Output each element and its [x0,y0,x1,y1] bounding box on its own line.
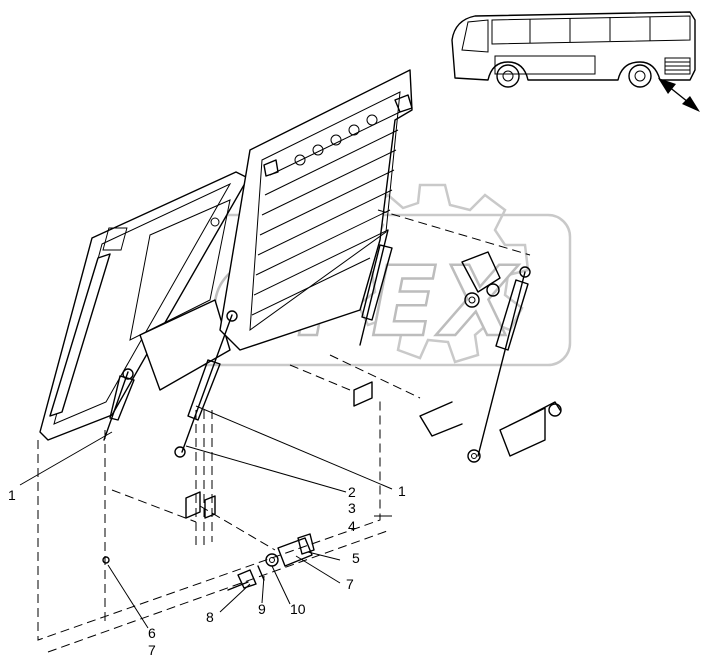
ball-joint-top [461,251,501,308]
callout-7-bottom: 7 [148,642,156,658]
callout-2: 2 [348,484,356,500]
callout-5: 5 [352,550,360,566]
callout-1-left: 1 [8,487,16,503]
right-door-panel [219,69,413,351]
callout-10: 10 [290,601,306,617]
callout-6: 6 [148,625,156,641]
gas-strut-right [467,266,531,463]
hinge-bracket [185,491,216,519]
assembly-guide-lines [37,209,531,653]
callout-1-right: 1 [398,483,406,499]
callout-7-right: 7 [346,576,354,592]
callout-9: 9 [258,601,266,617]
callout-labels: 1 1 2 3 4 5 6 7 7 8 9 10 [8,483,406,658]
clip-part [353,381,463,437]
leader-lines [19,405,393,629]
bus-icon [451,11,696,88]
callout-4: 4 [348,518,356,534]
gas-strut-left [103,368,135,441]
lock-assembly [102,533,315,591]
location-arrow-icon [658,78,700,112]
bracket-part [499,401,562,457]
callout-8: 8 [206,609,214,625]
left-door-panel [39,171,249,441]
gas-strut-door [359,229,393,346]
callout-3: 3 [348,500,356,516]
gas-strut-center [174,310,238,458]
